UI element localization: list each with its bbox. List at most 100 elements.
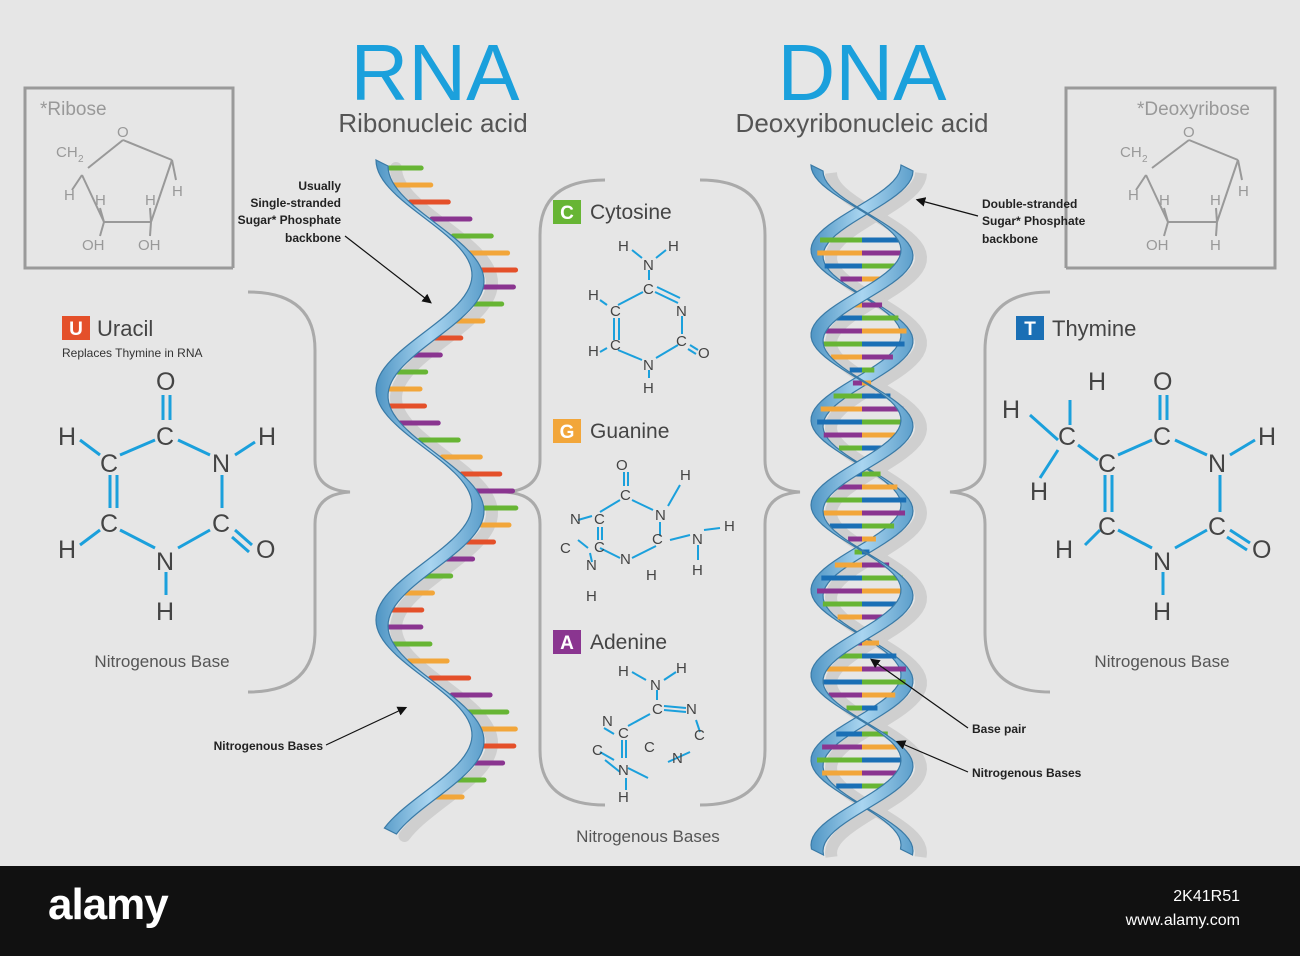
guanine-n2: N	[570, 511, 581, 528]
deoxyribose-oh: OH	[1146, 237, 1169, 254]
uracil-c2: C	[100, 450, 118, 478]
credit-logo: alamy	[48, 880, 169, 929]
cytosine-name: Cytosine	[590, 201, 672, 224]
adenine-n-top: N	[650, 677, 661, 694]
adenine-h2: H	[676, 660, 687, 677]
guanine-badge	[553, 419, 581, 443]
thymine-name: Thymine	[1052, 316, 1136, 341]
rna-backbone-line-1: Usually	[298, 179, 341, 193]
ribose-ch-sub: 2	[78, 154, 84, 165]
dna-base-pair-label: Base pair	[972, 722, 1026, 736]
adenine-badge	[553, 630, 581, 654]
rna-bases-label: Nitrogenous Bases	[214, 739, 324, 753]
thymine-h-bottom: H	[1153, 598, 1171, 626]
dna-backbone-line-3: backbone	[982, 232, 1038, 246]
deoxyribose-o: O	[1183, 124, 1195, 141]
uracil-h3: H	[58, 536, 76, 564]
rna-backbone-line-2: Single-stranded	[250, 196, 341, 210]
cytosine-h5: H	[643, 380, 654, 397]
adenine-n3: N	[672, 750, 683, 767]
ribose-panel: *Ribose O CH 2 H H H H OH OH	[23, 86, 235, 270]
dna-bases-arrow	[895, 740, 969, 773]
guanine-h1: H	[680, 467, 691, 484]
uracil-o-right: O	[256, 536, 275, 564]
uracil-n2: N	[156, 548, 174, 576]
rna-backbone-line-4: backbone	[285, 231, 341, 245]
cytosine-h3: H	[588, 287, 599, 304]
center-caption: Nitrogenous Bases	[576, 827, 720, 846]
adenine-c1: C	[652, 701, 663, 718]
uracil-h2: H	[258, 423, 276, 451]
deoxyribose-ch: CH	[1120, 144, 1142, 161]
guanine-panel: G Guanine O H C N N C C N H C	[553, 419, 735, 605]
uracil-panel: U Uracil Replaces Thymine in RNA O C H H…	[58, 316, 276, 671]
adenine-c3: C	[694, 727, 705, 744]
guanine-n4: N	[620, 551, 631, 568]
thymine-letter: T	[1024, 319, 1036, 340]
dna-bases-annotation: Nitrogenous Bases	[895, 740, 1082, 780]
thymine-o-right: O	[1252, 536, 1271, 564]
ribose-ch: CH	[56, 144, 78, 161]
cytosine-badge	[553, 200, 581, 224]
thymine-o-top: O	[1153, 368, 1172, 396]
cytosine-c3: C	[610, 337, 621, 354]
dna-backbone-line-1: Double-stranded	[982, 197, 1077, 211]
deoxyribose-ch-sub: 2	[1142, 154, 1148, 165]
thymine-c-methyl: C	[1058, 423, 1076, 451]
credit-id: 2K41R51	[1173, 888, 1240, 905]
ribose-oh1: OH	[82, 237, 105, 254]
dna-backbone-arrow	[915, 197, 979, 217]
thymine-h-methyl: H	[1030, 478, 1048, 506]
guanine-name: Guanine	[590, 420, 669, 443]
guanine-h2: H	[724, 518, 735, 535]
cytosine-n2: N	[643, 357, 654, 374]
center-bracket	[504, 178, 606, 807]
rna-helix	[375, 158, 519, 842]
dna-backbone-annotation: Double-stranded Sugar* Phosphate backbon…	[915, 197, 1086, 246]
thymine-n2: N	[1153, 548, 1171, 576]
dna-helix	[810, 163, 928, 858]
uracil-h1: H	[58, 423, 76, 451]
guanine-h4: H	[586, 588, 597, 605]
deoxyribose-panel: *Deoxyribose O CH 2 H H H H OH H	[1064, 86, 1277, 270]
rna-title: RNA	[351, 28, 521, 117]
deoxyribose-title: *Deoxyribose	[1137, 99, 1250, 120]
ribose-h2: H	[64, 187, 75, 204]
adenine-letter: A	[560, 633, 574, 654]
adenine-c2: C	[618, 725, 629, 742]
thymine-panel: T Thymine H O H C C C H N H C C O	[1002, 316, 1276, 671]
uracil-c4: C	[212, 510, 230, 538]
ribose-h1: H	[172, 183, 183, 200]
ribose-h4: H	[145, 192, 156, 209]
uracil-n1: N	[212, 450, 230, 478]
cytosine-panel: C Cytosine H N H C H C N H C C O N H	[553, 200, 710, 397]
rna-bases-arrow	[325, 706, 408, 746]
thymine-h-top: H	[1088, 368, 1106, 396]
guanine-h5: H	[646, 567, 657, 584]
credit-bar	[0, 866, 1300, 956]
rna-backbone-annotation: Usually Single-stranded Sugar* Phosphate…	[238, 179, 432, 304]
guanine-h3: H	[692, 562, 703, 579]
thymine-n1: N	[1208, 450, 1226, 478]
rna-backbone-line-3: Sugar* Phosphate	[238, 213, 342, 227]
ribose-h3: H	[95, 192, 106, 209]
uracil-note: Replaces Thymine in RNA	[62, 346, 203, 360]
right-bracket	[949, 290, 1051, 694]
deoxyribose-h2: H	[1128, 187, 1139, 204]
guanine-c2: C	[594, 511, 605, 528]
uracil-c3: C	[100, 510, 118, 538]
thymine-c2: C	[1098, 450, 1116, 478]
uracil-h4: H	[156, 598, 174, 626]
cytosine-h4: H	[588, 343, 599, 360]
deoxyribose-h1: H	[1238, 183, 1249, 200]
thymine-c1: C	[1153, 423, 1171, 451]
guanine-letter: G	[560, 422, 575, 443]
guanine-o: O	[616, 457, 628, 474]
uracil-badge	[62, 316, 90, 340]
cytosine-n-top: N	[643, 257, 654, 274]
uracil-name: Uracil	[97, 316, 153, 341]
ribose-oh2: OH	[138, 237, 161, 254]
dna-strand-shadow-b	[824, 172, 928, 858]
rna-subtitle: Ribonucleic acid	[338, 108, 527, 138]
deoxyribose-h3: H	[1159, 192, 1170, 209]
